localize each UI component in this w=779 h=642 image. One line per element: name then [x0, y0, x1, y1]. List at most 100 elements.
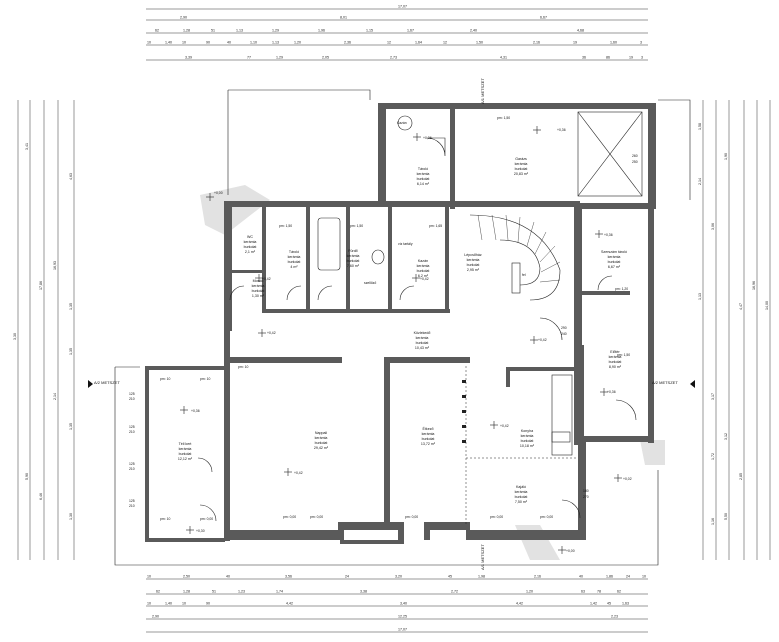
svg-text:kerámia: kerámia [244, 240, 257, 244]
svg-text:burkolat: burkolat [288, 260, 301, 264]
svg-text:kerámia: kerámia [515, 490, 528, 494]
dim-bot-2-2: 1,28 [183, 590, 190, 594]
dim-top-3-1: 62 [155, 29, 159, 33]
dim-top-4-12: 12 [443, 41, 447, 45]
svg-text:kerámia: kerámia [179, 447, 192, 451]
svg-text:210: 210 [129, 430, 135, 434]
dim-bot-3-5: 4,42 [286, 602, 293, 606]
svg-text:kerámia: kerámia [315, 436, 328, 440]
dim-top-2-2: 8,01 [340, 16, 347, 20]
svg-text:Kazán: Kazán [418, 259, 428, 263]
dim-left-8: 4,63 [69, 173, 73, 180]
room-kozlekedo: Közlekedő kerámia burkolat 10,43 m² [414, 331, 431, 350]
dim-bot-1-5: 24 [345, 575, 349, 579]
dim-top-4-5: 40 [227, 41, 231, 45]
dim-top-4-7: 1,13 [272, 41, 279, 45]
section-marker-bottom: A/1 METSZET [480, 544, 485, 570]
svg-text:kerámia: kerámia [417, 172, 430, 176]
room-lepcsohaz: Lépcsőház kerámia burkolat 2,95 m² [464, 253, 482, 272]
dim-left-2: 3,41 [25, 143, 29, 150]
svg-text:180: 180 [583, 489, 589, 493]
svg-text:210: 210 [129, 504, 135, 508]
svg-text:+0,30: +0,30 [196, 529, 205, 533]
dim-right-8: 16,96 [752, 281, 756, 290]
svg-text:pm: 1,50: pm: 1,50 [279, 224, 292, 228]
svg-text:2,95 m²: 2,95 m² [467, 268, 480, 272]
dim-top-4-8: 1,20 [294, 41, 301, 45]
dim-left-5: 6,46 [39, 493, 43, 500]
svg-text:Téli kert: Téli kert [179, 442, 192, 446]
svg-text:125: 125 [129, 462, 135, 466]
room-mosdo: Mosdó kerámia burkolat 1,30 m² [252, 279, 265, 298]
dim-bot-3-6: 3,40 [400, 602, 407, 606]
dim-right-14: 1,16 [711, 518, 715, 525]
svg-text:+0,42: +0,42 [538, 338, 547, 342]
dim-top-3-10: 4,68 [577, 29, 584, 33]
svg-text:fel: fel [522, 273, 526, 277]
dim-left-11: 1,35 [69, 423, 73, 430]
svg-text:+0,36: +0,36 [557, 128, 566, 132]
svg-text:burkolat: burkolat [179, 452, 192, 456]
dim-top-4-15: 19 [573, 41, 577, 45]
svg-text:6,2 m²: 6,2 m² [418, 274, 429, 278]
dim-bot-1-3: 40 [226, 575, 230, 579]
svg-text:burkolat: burkolat [521, 439, 534, 443]
dim-top-5-2: 77 [247, 56, 251, 60]
dim-bot-3-2: 1,40 [165, 602, 172, 606]
svg-text:+0,36: +0,36 [607, 390, 616, 394]
svg-text:pm: 0,00: pm: 0,00 [200, 517, 213, 521]
svg-text:burkolat: burkolat [417, 269, 430, 273]
svg-text:+0,42: +0,42 [420, 277, 429, 281]
svg-text:12,12 m²: 12,12 m² [178, 457, 193, 461]
svg-text:260: 260 [632, 154, 638, 158]
dim-right-6: 1,90 [724, 153, 728, 160]
dim-bot-2-1: 62 [156, 590, 160, 594]
room-teli-kert: Téli kert kerámia burkolat 12,12 m² [178, 442, 193, 461]
dim-bot-3-8: 1,42 [590, 602, 597, 606]
room-szerszam-tarolo: Szerszám tároló kerámia burkolat 6,67 m² [601, 250, 627, 269]
svg-text:pm: 0,00: pm: 0,00 [310, 515, 323, 519]
dim-bot-2-4: 1,23 [238, 590, 245, 594]
svg-text:pm: 10: pm: 10 [200, 377, 210, 381]
dim-bot-1-8: 1,98 [478, 575, 485, 579]
dim-bot-1-12: 24 [626, 575, 630, 579]
section-markers: A/1 METSZET A/1 METSZET A/2 METSZET A/2 … [88, 78, 695, 570]
dim-top-3-7: 1,15 [366, 29, 373, 33]
svg-text:2,1 m²: 2,1 m² [245, 250, 256, 254]
svg-text:240: 240 [561, 332, 567, 336]
svg-text:4 m²: 4 m² [290, 265, 298, 269]
dim-right-12: 3,12 [724, 433, 728, 440]
dim-left-4: 17,86 [39, 281, 43, 290]
dim-top-2-3: 6,67 [540, 16, 547, 20]
dim-bot-4-2: 12,25 [398, 615, 407, 619]
svg-text:víz tartály: víz tartály [398, 242, 413, 246]
svg-text:Konyha: Konyha [521, 429, 533, 433]
svg-text:pm: 0,00: pm: 0,00 [540, 515, 553, 519]
svg-text:pm: 1,50: pm: 1,50 [617, 353, 630, 357]
dim-left-12: 1,30 [69, 513, 73, 520]
svg-text:Tároló: Tároló [418, 167, 428, 171]
annotations: +0,00 +0,36 +0,36 +0,36 +0,42 +0,42 +0,4… [129, 116, 638, 553]
svg-text:Fürdő: Fürdő [348, 249, 357, 253]
dim-top-4-10: 12 [387, 41, 391, 45]
dim-top-5-1: 3,39 [185, 56, 192, 60]
svg-text:Mosdó: Mosdó [253, 279, 264, 283]
svg-text:Kajáló: Kajáló [516, 485, 526, 489]
section-marker-right: A/2 METSZET [652, 380, 678, 385]
dim-top-4-9: 2,36 [344, 41, 351, 45]
dim-top-4-6: 1,10 [250, 41, 257, 45]
svg-text:Közlekedő: Közlekedő [414, 331, 431, 335]
svg-text:290: 290 [561, 326, 567, 330]
room-furdo: Fürdő kerámia burkolat 7,60 m² [347, 249, 360, 268]
dim-bot-1-11: 1,86 [606, 575, 613, 579]
dim-top-5-4: 2,05 [322, 56, 329, 60]
right-dimension-chains: 1,58 2,14 1,13 3,06 3,17 1,90 4,47 16,96… [698, 100, 771, 560]
svg-text:+0,42: +0,42 [262, 277, 271, 281]
svg-text:Étkező: Étkező [423, 426, 434, 431]
svg-text:+0,36: +0,36 [604, 233, 613, 237]
dim-right-9: 14,00 [765, 301, 769, 310]
svg-text:10,18 m²: 10,18 m² [520, 444, 535, 448]
dim-top-4-13: 1,50 [476, 41, 483, 45]
dim-top-3-6: 1,96 [318, 29, 325, 33]
